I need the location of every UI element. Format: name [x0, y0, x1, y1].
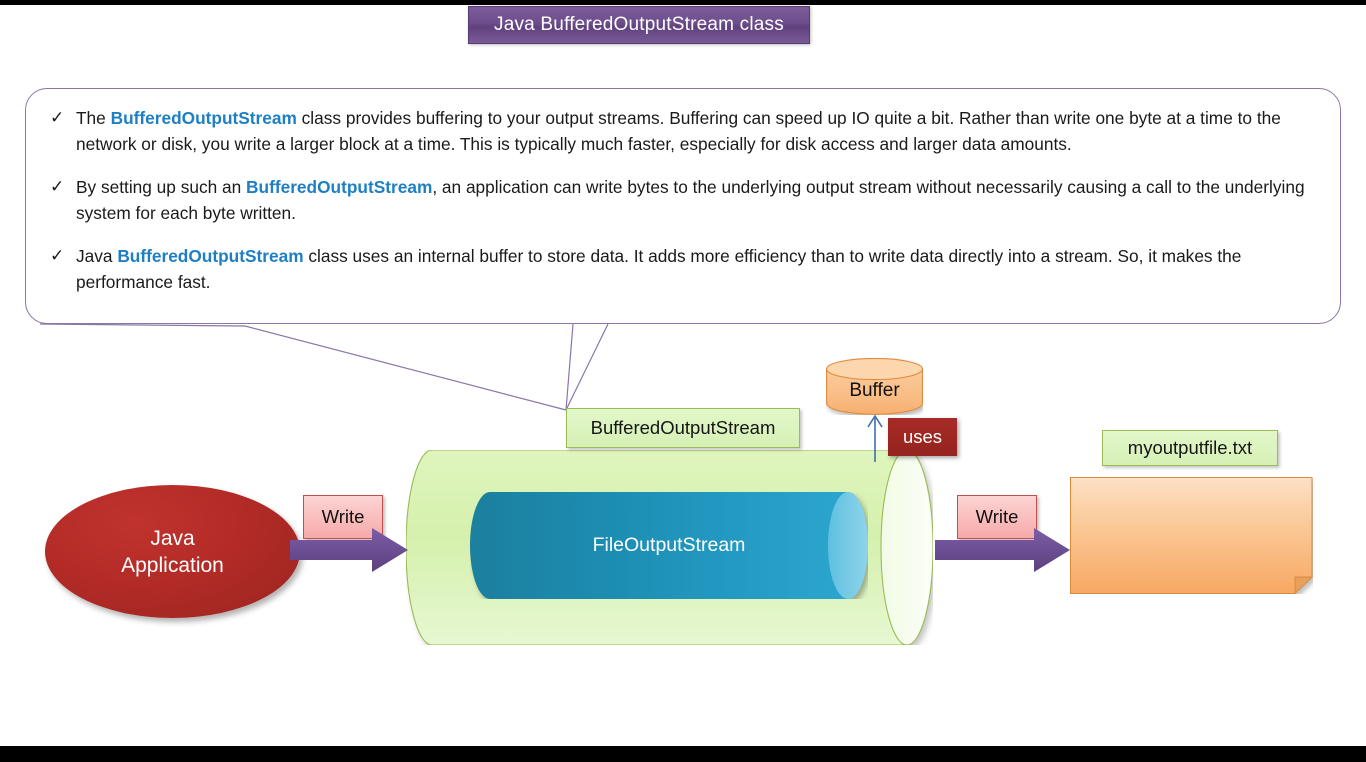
write-label-left: Write: [321, 506, 365, 527]
top-black-bar: [0, 0, 1366, 5]
bullet-span: Java: [76, 246, 118, 266]
bullet-span: class uses an internal buffer to store d…: [76, 246, 1242, 292]
bullet-span: class provides buffering to your output …: [76, 108, 1281, 154]
write-tag-left[interactable]: Write: [303, 495, 383, 539]
bullet-text-2: Java BufferedOutputStream class uses an …: [76, 243, 1320, 295]
buffered-output-stream-label-box[interactable]: BufferedOutputStream: [566, 408, 800, 448]
write-label-right: Write: [975, 506, 1019, 527]
uses-label: uses: [902, 426, 943, 447]
description-callout: ✓ The BufferedOutputStream class provide…: [25, 88, 1341, 324]
bullet-span: The: [76, 108, 111, 128]
bullet-item: ✓ By setting up such an BufferedOutputSt…: [48, 174, 1320, 226]
bullet-span: By setting up such an: [76, 177, 247, 197]
uses-tag[interactable]: uses: [888, 418, 957, 456]
bullet-span: , an application can write bytes to the …: [76, 177, 1305, 223]
java-application-node[interactable]: Java Application: [45, 485, 300, 618]
bullet-keyword: BufferedOutputStream: [117, 246, 304, 266]
output-file-label-box[interactable]: myoutputfile.txt: [1102, 430, 1278, 466]
output-file-document-icon: [1070, 477, 1313, 594]
bullet-keyword: BufferedOutputStream: [110, 108, 297, 128]
uses-arrow-icon: [867, 414, 883, 462]
buffered-output-stream-label: BufferedOutputStream: [590, 417, 776, 438]
bullet-text-0: The BufferedOutputStream class provides …: [76, 105, 1320, 157]
check-icon: ✓: [50, 177, 65, 196]
page-title: Java BufferedOutputStream class: [494, 14, 784, 35]
output-file-label: myoutputfile.txt: [1127, 437, 1253, 458]
java-application-line1: Java: [150, 526, 195, 550]
bottom-black-bar: [0, 746, 1366, 762]
file-output-stream-cylinder: [470, 492, 868, 599]
write-arrow-right-icon: [935, 528, 1070, 572]
check-icon: ✓: [50, 108, 65, 127]
write-arrow-left-icon: [290, 528, 408, 572]
bullet-item: ✓ The BufferedOutputStream class provide…: [48, 105, 1320, 157]
java-application-line2: Application: [121, 553, 224, 577]
buffer-cylinder-icon: [826, 358, 923, 415]
bullet-text-1: By setting up such an BufferedOutputStre…: [76, 174, 1320, 226]
bullet-item: ✓ Java BufferedOutputStream class uses a…: [48, 243, 1320, 295]
bullet-keyword: BufferedOutputStream: [246, 177, 433, 197]
write-tag-right[interactable]: Write: [957, 495, 1037, 539]
callout-body: ✓ The BufferedOutputStream class provide…: [26, 89, 1340, 295]
check-icon: ✓: [50, 246, 65, 265]
slide-title-banner: Java BufferedOutputStream class: [468, 6, 810, 44]
